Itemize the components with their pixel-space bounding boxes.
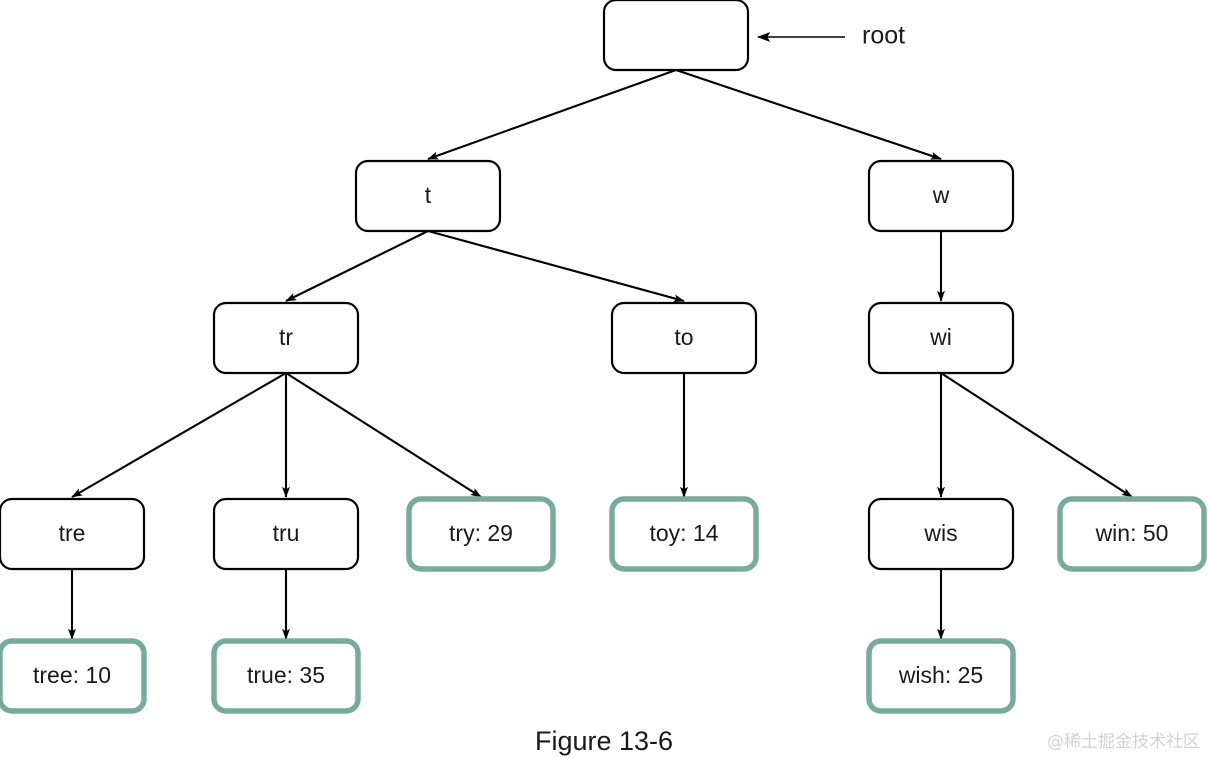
trie-edge-root-to-w bbox=[675, 69, 942, 160]
root-annotation: root bbox=[757, 22, 905, 50]
node-label-tre: tre bbox=[59, 520, 86, 546]
node-label-tr: tr bbox=[279, 324, 293, 350]
node-label-toy: toy: 14 bbox=[649, 520, 718, 546]
root-pointer-label: root bbox=[862, 22, 905, 50]
node-label-to: to bbox=[674, 324, 693, 350]
node-box-true bbox=[211, 638, 361, 714]
trie-edge-tr-to-try bbox=[285, 372, 482, 498]
trie-node-win[interactable]: win: 50 bbox=[1057, 496, 1207, 572]
node-box-toy bbox=[609, 496, 759, 572]
node-box-tru bbox=[212, 497, 360, 571]
watermark: @稀土掘金技术社区 bbox=[1047, 732, 1200, 752]
node-label-tru: tru bbox=[273, 520, 300, 546]
node-label-wish: wish: 25 bbox=[898, 662, 983, 688]
node-box-win bbox=[1057, 496, 1207, 572]
trie-edge-root-to-t bbox=[427, 69, 677, 160]
node-layer: t w tr to wi tre tru try: 29 toy: 14 wis win: 50 tr… bbox=[0, 0, 1207, 714]
trie-node-toy[interactable]: toy: 14 bbox=[609, 496, 759, 572]
trie-node-wi[interactable]: wi bbox=[867, 301, 1015, 375]
node-label-w: w bbox=[932, 182, 950, 208]
node-label-true: true: 35 bbox=[247, 662, 325, 688]
trie-node-wis[interactable]: wis bbox=[867, 497, 1015, 571]
node-label-wi: wi bbox=[929, 324, 952, 350]
trie-node-true[interactable]: true: 35 bbox=[211, 638, 361, 714]
trie-node-tr[interactable]: tr bbox=[212, 301, 360, 375]
trie-edge-tr-to-tre bbox=[71, 372, 287, 498]
trie-node-w[interactable]: w bbox=[867, 159, 1015, 233]
node-label-win: win: 50 bbox=[1095, 520, 1169, 546]
trie-node-tre[interactable]: tre bbox=[0, 497, 146, 571]
trie-node-tru[interactable]: tru bbox=[212, 497, 360, 571]
node-label-tree: tree: 10 bbox=[33, 662, 111, 688]
node-box-wish bbox=[866, 638, 1016, 714]
figure-caption: Figure 13-6 bbox=[535, 726, 673, 756]
trie-node-t[interactable]: t bbox=[354, 159, 502, 233]
node-label-try: try: 29 bbox=[449, 520, 513, 546]
node-label-t: t bbox=[425, 182, 432, 208]
trie-node-root[interactable] bbox=[602, 0, 750, 72]
node-box-root bbox=[602, 0, 750, 72]
node-box-wi bbox=[867, 301, 1015, 375]
node-box-try bbox=[406, 496, 556, 572]
trie-node-tree[interactable]: tree: 10 bbox=[0, 638, 147, 714]
node-box-tre bbox=[0, 497, 146, 571]
node-box-wis bbox=[867, 497, 1015, 571]
node-box-t bbox=[354, 159, 502, 233]
node-box-to bbox=[610, 301, 758, 375]
node-box-w bbox=[867, 159, 1015, 233]
trie-edge-t-to-to bbox=[427, 229, 685, 303]
trie-node-try[interactable]: try: 29 bbox=[406, 496, 556, 572]
node-box-tree bbox=[0, 638, 147, 714]
trie-node-to[interactable]: to bbox=[610, 301, 758, 375]
trie-node-wish[interactable]: wish: 25 bbox=[866, 638, 1016, 714]
node-box-tr bbox=[212, 301, 360, 375]
trie-edge-t-to-tr bbox=[285, 230, 429, 302]
node-label-wis: wis bbox=[923, 520, 957, 546]
trie-edge-wi-to-win bbox=[940, 372, 1133, 498]
edge-layer bbox=[68, 69, 1133, 640]
